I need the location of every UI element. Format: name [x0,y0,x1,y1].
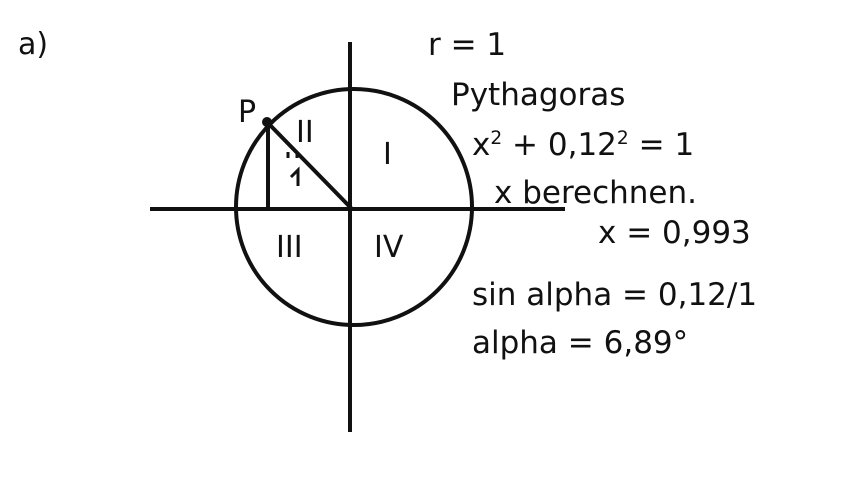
radius-line [265,120,354,211]
sine-equation: sin alpha = 0,12/1 [472,277,758,313]
quadrant-4-label: IV [374,230,404,265]
method-note: Pythagoras [451,77,626,113]
hypotenuse-length-mark [289,166,300,186]
quadrant-2-label: II [296,115,314,150]
instruction-note: x berechnen. [494,175,697,211]
point-p-marker [262,117,272,127]
pythagoras-equation: x2 + 0,122 = 1 [472,127,695,163]
part-label: a) [18,27,49,62]
radius-note: r = 1 [428,27,507,63]
point-p-label: P [238,95,257,130]
quadrant-1-label: I [383,137,392,172]
x-result: x = 0,993 [598,215,751,251]
quadrant-3-label: III [276,230,303,265]
unit-circle [234,87,474,327]
angle-result: alpha = 6,89° [472,325,689,361]
